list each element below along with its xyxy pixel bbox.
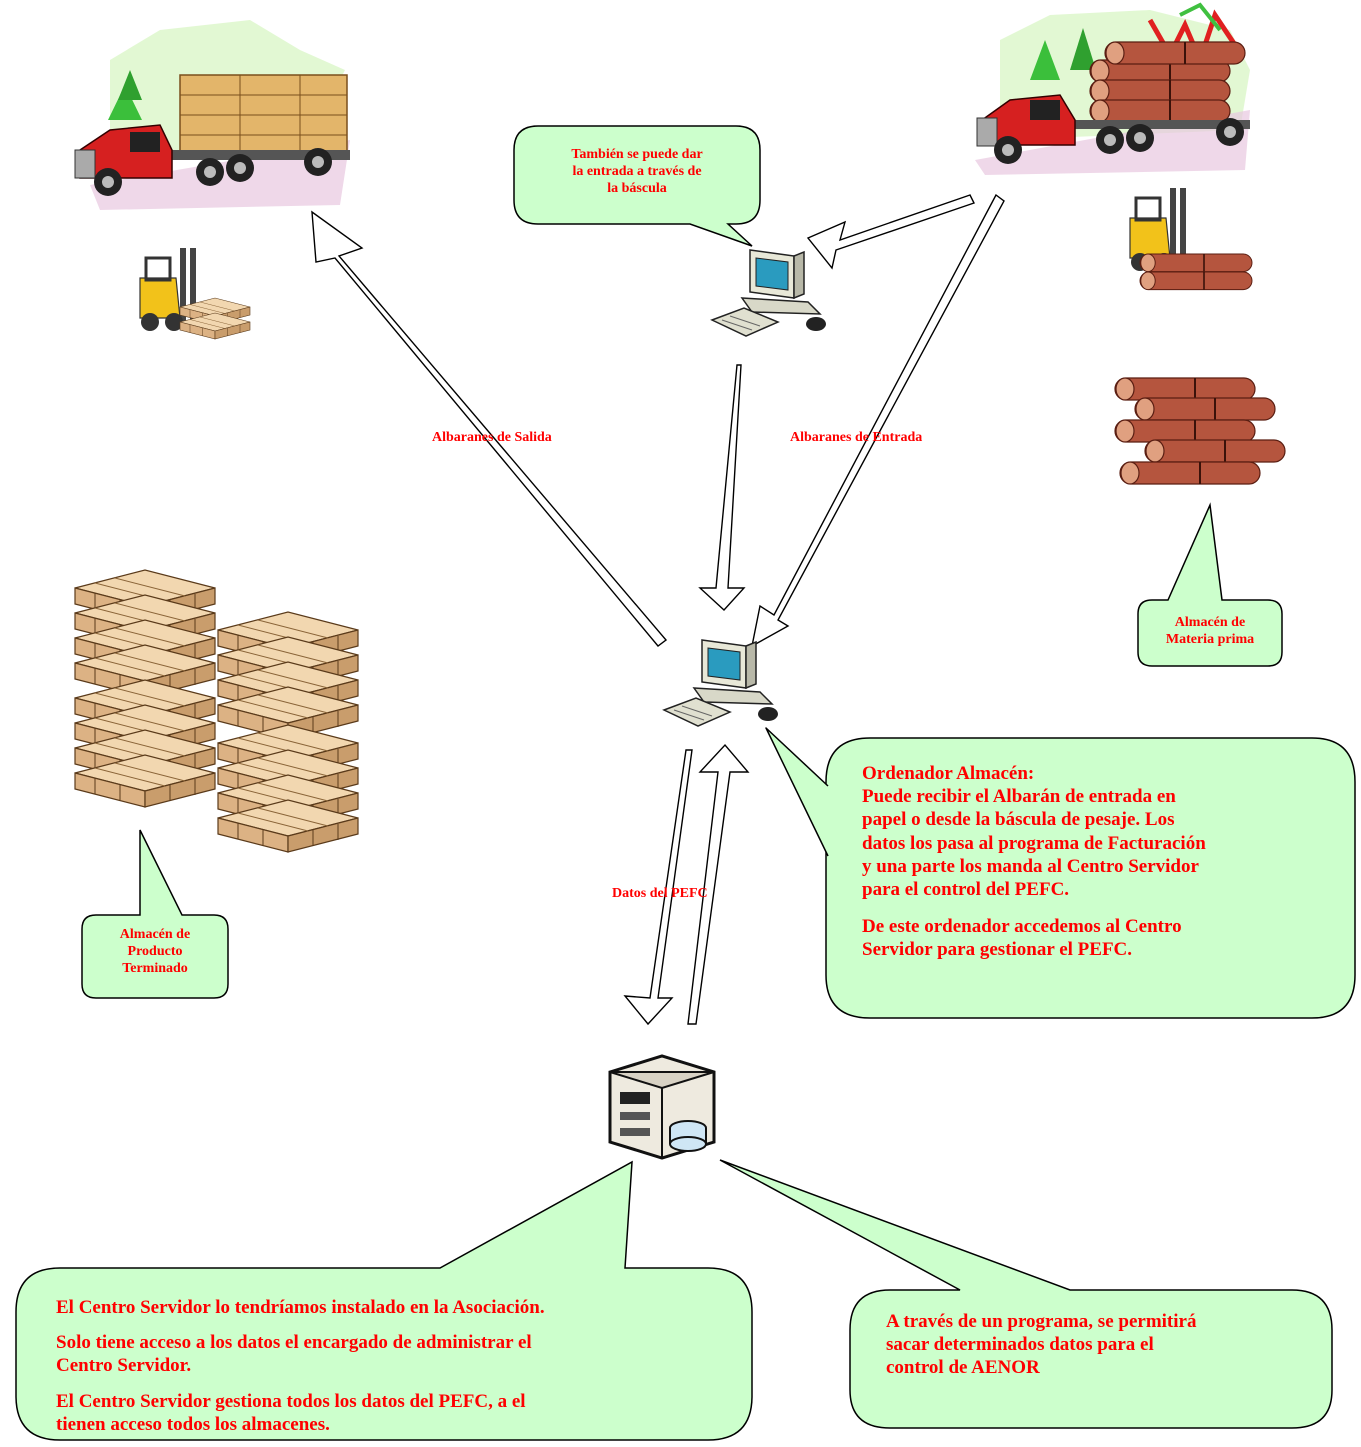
callout-bascula <box>513 125 761 247</box>
callout-materia-prima-text: Almacén de Materia prima <box>1165 615 1255 648</box>
label-albaranes-entrada: Albaranes de Entrada <box>790 430 923 445</box>
pallet-stack-icon <box>74 569 359 853</box>
callout-aenor-text: A través de un programa, se permitirá sa… <box>886 1311 1197 1379</box>
label-albaranes-salida: Albaranes de Salida <box>432 430 552 445</box>
truck-logs-icon <box>975 2 1250 175</box>
callout-aenor <box>719 1159 1333 1429</box>
ordenador-title: Ordenador Almacén: <box>862 763 1035 784</box>
callout-servidor-text: El Centro Servidor lo tendríamos instala… <box>56 1297 545 1435</box>
callout-materia-prima <box>1137 502 1283 667</box>
arrow-bascula-down <box>698 364 746 611</box>
callout-producto-terminado-text: Almacén de Producto Terminado <box>119 927 191 977</box>
arrow-pefc-up <box>687 743 750 1025</box>
arrow-bascula-to-pc <box>806 194 975 270</box>
computer-bascula-icon <box>711 249 827 337</box>
arrow-truck-to-almacen <box>751 193 1005 648</box>
callout-bascula-text: También se puede dar la entrada a través… <box>571 147 703 197</box>
callout-servidor <box>15 1160 753 1441</box>
server-icon <box>602 1052 722 1160</box>
truck-lumber-icon <box>74 20 350 210</box>
forklift-pallet-icon <box>138 246 251 340</box>
callout-ordenador-text: Ordenador Almacén: Puede recibir el Alba… <box>862 762 1342 961</box>
arrow-pefc-down <box>623 749 693 1026</box>
log-pile-icon <box>1114 377 1286 485</box>
label-datos-pefc: Datos del PEFC <box>612 886 708 901</box>
callout-ordenador <box>765 727 1356 1019</box>
computer-almacen-icon <box>663 639 779 727</box>
arrow-albaranes-salida <box>311 210 668 647</box>
callout-producto-terminado <box>81 829 229 999</box>
forklift-logs-icon <box>1128 186 1253 291</box>
